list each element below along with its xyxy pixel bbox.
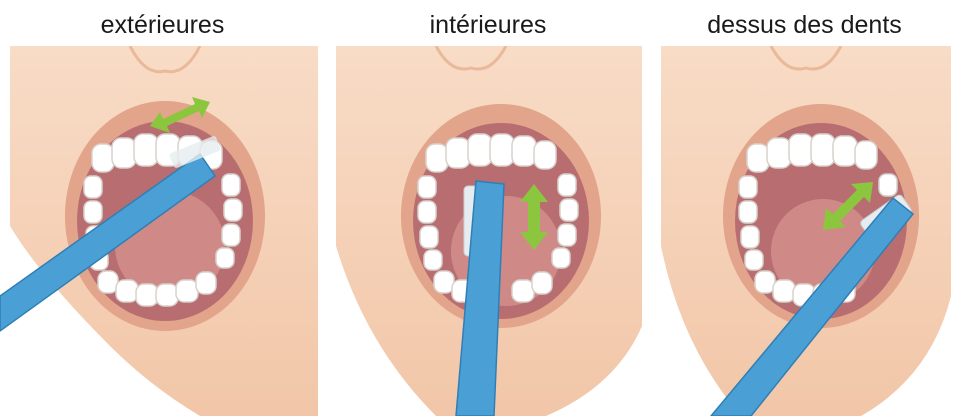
panel-divider [325,46,328,416]
panel-dessus-des-dents: dessus des dents [651,0,958,416]
panel-divider [649,46,652,416]
panel-interieures: intérieures [326,0,650,416]
panel-title: dessus des dents [651,6,958,44]
mouth-illustration [326,46,650,416]
panel-exterieures: extérieures [0,0,325,416]
panel-title: extérieures [0,6,325,44]
panel-title: intérieures [326,6,650,44]
mouth-illustration [651,46,958,416]
mouth-illustration [0,46,325,416]
